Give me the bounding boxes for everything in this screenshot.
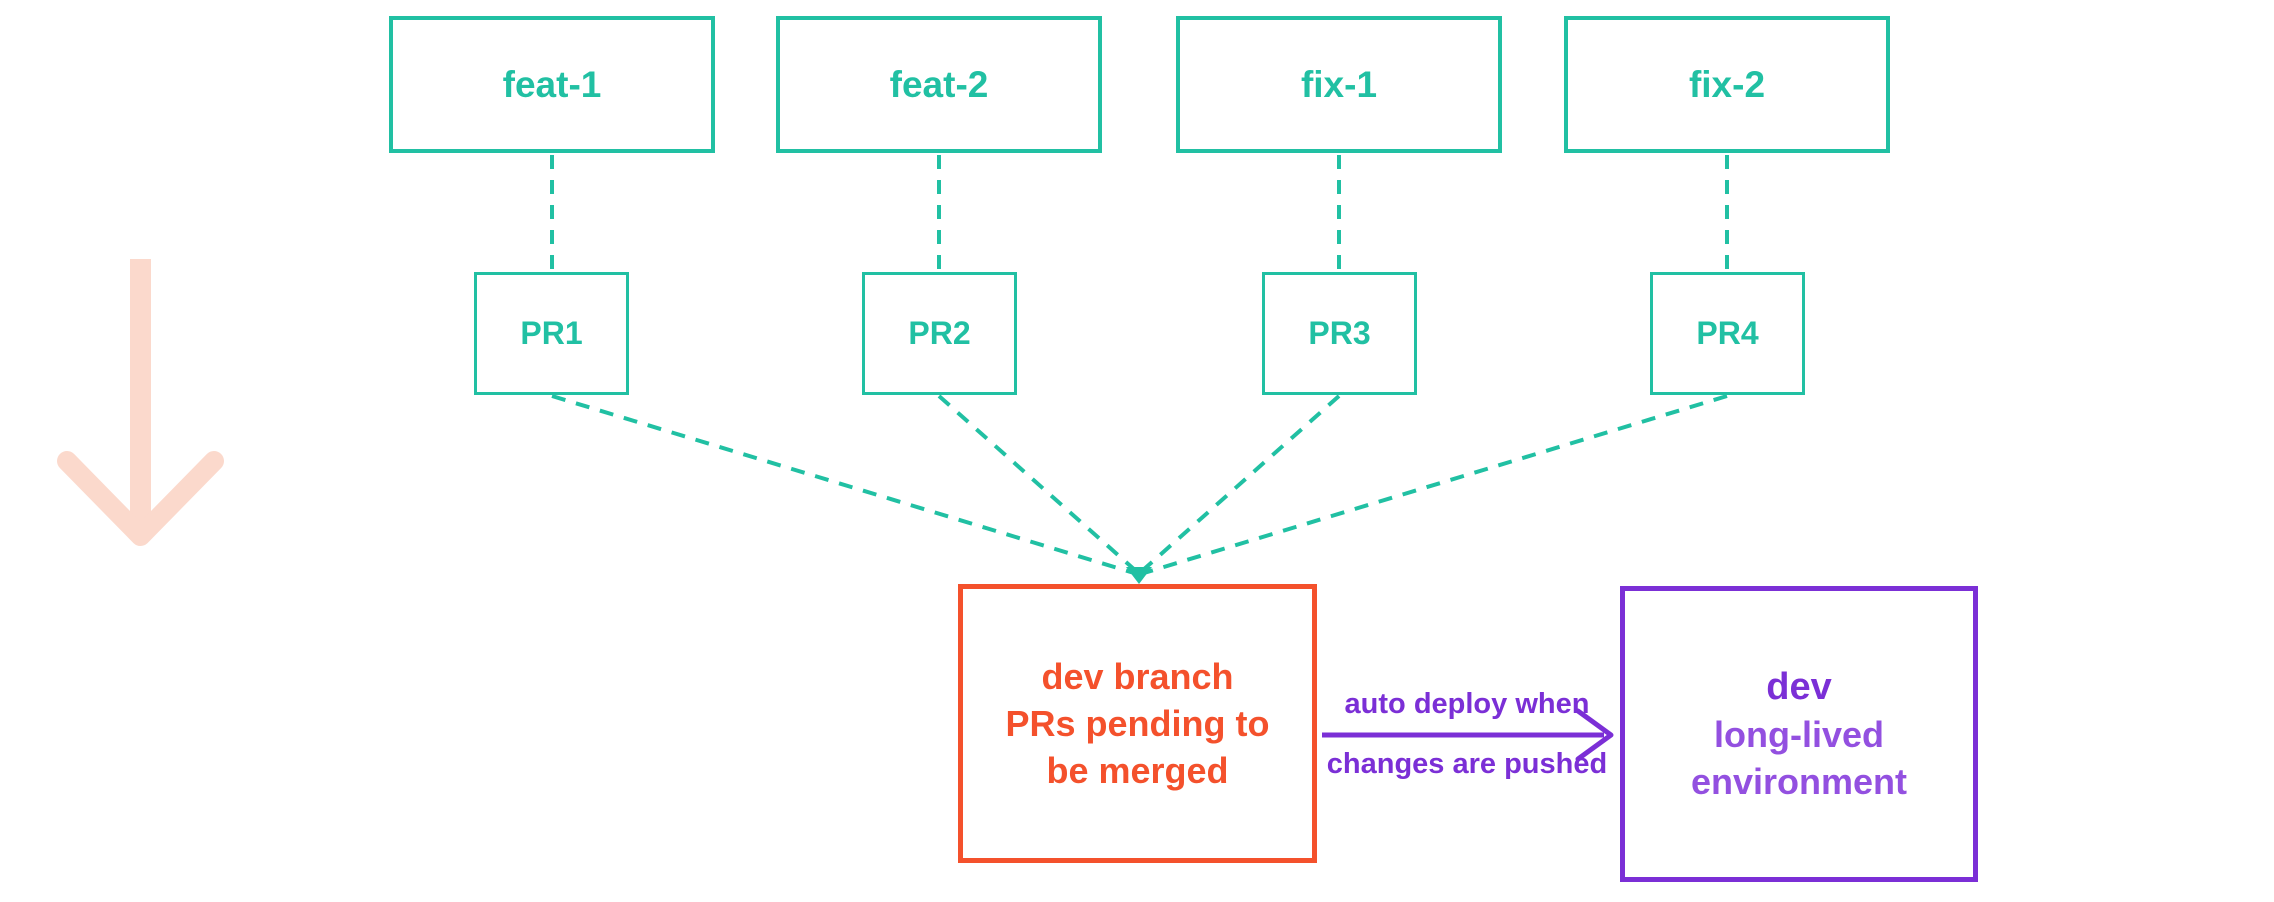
pr-box-4: PR4	[1650, 272, 1805, 395]
branch-box-feat-1: feat-1	[389, 16, 715, 153]
branch-box-fix-2: fix-2	[1564, 16, 1890, 153]
pr-label: PR2	[908, 315, 971, 351]
connector-pr1-dev	[551, 394, 1135, 575]
pr-label: PR1	[520, 315, 583, 351]
dev-branch-subtitle-line1: PRs pending to	[1005, 703, 1270, 744]
branch-box-feat-2: feat-2	[776, 16, 1102, 153]
pr-box-2: PR2	[862, 272, 1017, 395]
dev-branch-title: dev branch	[1041, 653, 1233, 700]
branch-box-fix-1: fix-1	[1176, 16, 1502, 153]
deploy-arrow-icon	[1322, 708, 1614, 762]
dev-env-subtitle-line2: environment	[1690, 760, 1908, 802]
dev-environment-box: dev long-lived environment	[1620, 586, 1978, 882]
pr-label: PR3	[1308, 315, 1371, 351]
dev-branch-box: dev branch PRs pending to be merged	[958, 584, 1317, 863]
pr-box-1: PR1	[474, 272, 629, 395]
dev-env-subtitle-line1: long-lived	[1714, 713, 1884, 755]
dev-branch-title-emphasis: dev	[1041, 656, 1104, 697]
branch-label: feat-1	[502, 63, 602, 105]
dev-branch-subtitle-line2: be merged	[1046, 750, 1229, 791]
connector-pr3-dev	[1140, 394, 1341, 573]
down-flow-arrow-icon	[57, 259, 224, 546]
branch-label: fix-1	[1300, 63, 1378, 105]
merge-arrowhead-icon	[1126, 567, 1152, 584]
branch-label: feat-2	[889, 63, 989, 105]
pr-box-3: PR3	[1262, 272, 1417, 395]
deploy-arrow-label-line2: changes are pushed	[1326, 748, 1608, 780]
connector-pr4-dev	[1143, 394, 1728, 575]
dev-env-title-emphasis: dev	[1766, 665, 1832, 708]
dev-branch-title-rest: branch	[1113, 656, 1234, 697]
branch-label: fix-2	[1688, 63, 1766, 105]
deploy-arrow-label-line1: auto deploy when	[1344, 688, 1590, 720]
connector-pr2-dev	[937, 394, 1138, 573]
pr-label: PR4	[1696, 315, 1759, 351]
